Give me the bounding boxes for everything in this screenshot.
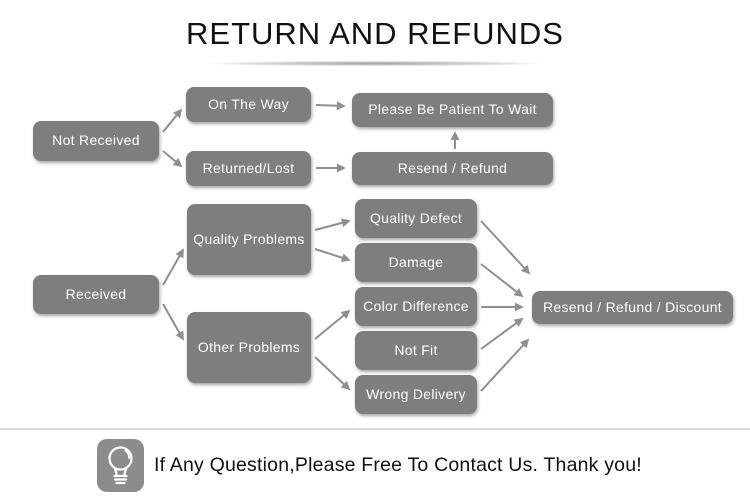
footer-divider [0,428,750,430]
arrow-received-to-quality-problems [162,248,184,286]
node-on-the-way: On The Way [186,87,311,122]
arrow-other-problems-to-color-difference [314,309,351,340]
node-quality-defect: Quality Defect [355,199,477,238]
node-resend-refund-discount: Resend / Refund / Discount [532,291,733,324]
node-other-problems: Other Problems [187,312,311,383]
arrow-received-to-other-problems [162,303,184,341]
arrow-not-fit-to-final [480,317,524,350]
node-wrong-delivery: Wrong Delivery [355,375,477,414]
node-resend-refund: Resend / Refund [352,152,553,185]
node-quality-problems: Quality Problems [187,204,311,275]
node-not-received: Not Received [33,121,159,161]
node-returned-lost: Returned/Lost [186,151,311,186]
lightbulb-icon [97,439,144,492]
arrow-quality-problems-to-damage [314,248,351,263]
arrow-on-the-way-to-please-wait [315,101,346,111]
arrow-wrong-delivery-to-final [480,338,530,392]
arrow-not-received-to-returned-lost [162,150,183,168]
arrow-quality-problems-to-quality-defect [314,218,351,231]
page-title: RETURN AND REFUNDS [186,16,564,51]
arrow-damage-to-final [480,263,524,298]
arrow-other-problems-to-wrong-delivery [314,356,351,391]
node-not-fit: Not Fit [355,331,477,370]
node-received: Received [33,275,159,314]
title-underline-shadow [158,60,592,67]
arrow-not-received-to-on-the-way [162,108,183,133]
node-color-difference: Color Difference [355,287,477,326]
arrow-quality-defect-to-final [480,220,531,275]
footer: If Any Question,Please Free To Contact U… [97,439,642,492]
footer-message: If Any Question,Please Free To Contact U… [154,454,642,476]
node-damage: Damage [355,243,477,282]
node-please-be-patient: Please Be Patient To Wait [352,93,553,127]
